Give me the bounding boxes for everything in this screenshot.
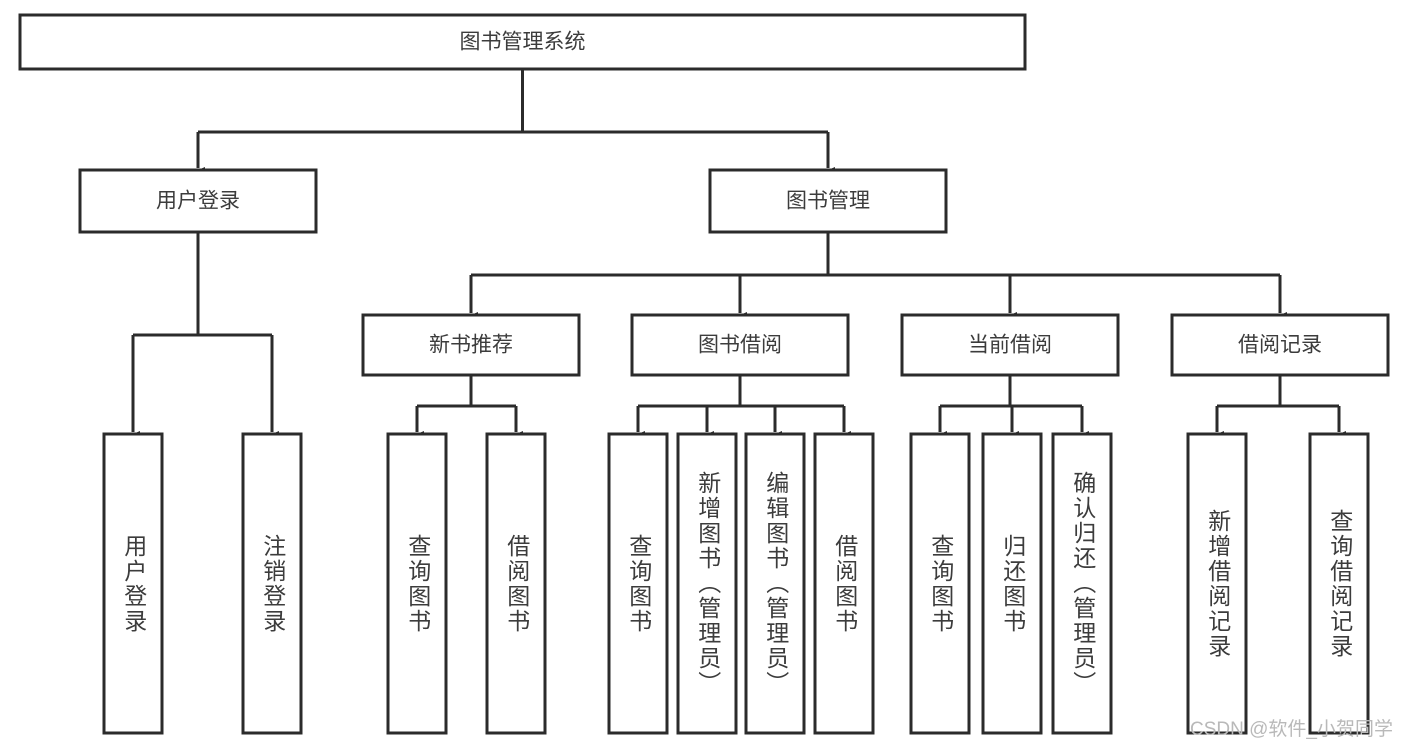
leaf-node-box-3[interactable] bbox=[485, 432, 547, 735]
leaf-node-label-0: 用户登录 bbox=[120, 533, 147, 634]
leaf-node-label-12: 查询借阅记录 bbox=[1326, 508, 1353, 659]
level3-node-box-1[interactable] bbox=[630, 313, 850, 377]
leaf-node-label-7: 借阅图书 bbox=[831, 533, 858, 634]
leaf-node-box-1[interactable] bbox=[241, 432, 303, 735]
leaf-node-label-4: 查询图书 bbox=[625, 533, 652, 634]
level3-node-box-0[interactable] bbox=[361, 313, 581, 377]
level3-node-box-2[interactable] bbox=[900, 313, 1120, 377]
connector-lines bbox=[126, 69, 1346, 443]
level3-node-label-1: 图书借阅 bbox=[698, 334, 782, 357]
level3-node-box-3[interactable] bbox=[1170, 313, 1390, 377]
leaf-node-box-11[interactable] bbox=[1186, 432, 1248, 735]
leaf-node-label-8: 查询图书 bbox=[927, 533, 954, 634]
leaf-node-box-7[interactable] bbox=[813, 432, 875, 735]
leaf-node-label-6: 编辑图书（管理员） bbox=[762, 471, 789, 696]
level2-node-box-0[interactable] bbox=[78, 168, 318, 234]
level3-node-label-0: 新书推荐 bbox=[429, 334, 513, 357]
level2-node-box-1[interactable] bbox=[708, 168, 948, 234]
leaf-node-label-5: 新增图书（管理员） bbox=[694, 471, 721, 696]
root-node-label: 图书管理系统 bbox=[460, 31, 586, 54]
leaf-node-label-1: 注销登录 bbox=[259, 533, 286, 634]
leaf-node-box-12[interactable] bbox=[1308, 432, 1370, 735]
leaf-node-label-10: 确认归还（管理员） bbox=[1069, 471, 1096, 696]
leaf-node-label-2: 查询图书 bbox=[404, 533, 431, 634]
level3-node-label-3: 借阅记录 bbox=[1238, 334, 1322, 357]
leaf-node-box-5[interactable] bbox=[676, 432, 738, 735]
leaf-node-box-0[interactable] bbox=[102, 432, 164, 735]
csdn-watermark: CSDN @软件_小贺同学 bbox=[1190, 719, 1393, 740]
leaf-node-box-10[interactable] bbox=[1051, 432, 1113, 735]
node-boxes bbox=[18, 13, 1390, 735]
leaf-node-label-3: 借阅图书 bbox=[503, 533, 530, 634]
level2-node-label-1: 图书管理 bbox=[786, 190, 870, 213]
root-node-box[interactable] bbox=[18, 13, 1027, 71]
level3-node-label-2: 当前借阅 bbox=[968, 334, 1052, 357]
leaf-node-label-9: 归还图书 bbox=[999, 533, 1026, 634]
leaf-node-label-11: 新增借阅记录 bbox=[1204, 508, 1231, 659]
leaf-node-box-4[interactable] bbox=[607, 432, 669, 735]
leaf-node-box-9[interactable] bbox=[981, 432, 1043, 735]
leaf-node-box-6[interactable] bbox=[744, 432, 806, 735]
level2-node-label-0: 用户登录 bbox=[156, 190, 240, 213]
leaf-node-box-2[interactable] bbox=[386, 432, 448, 735]
leaf-node-box-8[interactable] bbox=[909, 432, 971, 735]
